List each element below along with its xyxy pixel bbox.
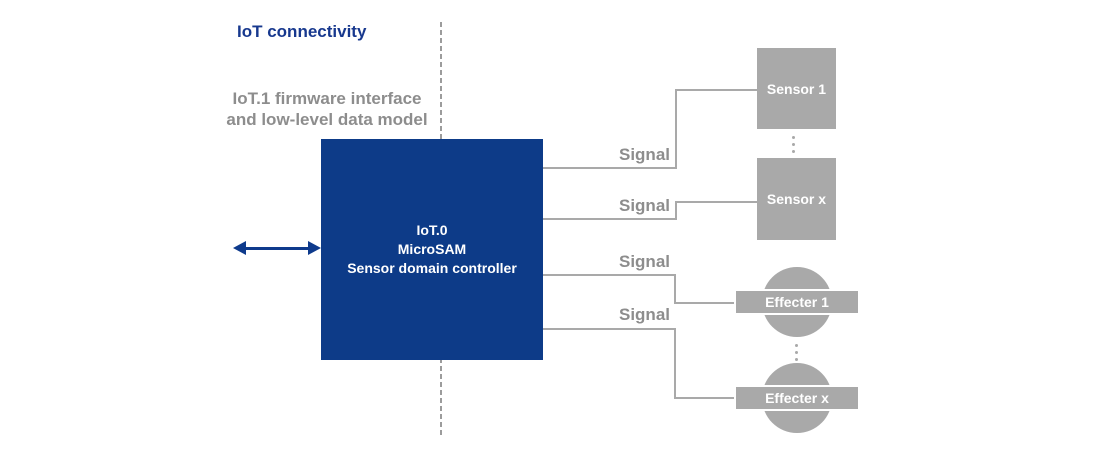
connector-sensor1-v [675,89,677,169]
connector-sensorx-h2 [675,201,757,203]
signal-label-3: Signal [618,252,670,271]
arrow-shaft [246,246,308,250]
connector-effecter1-h1 [543,274,676,276]
sensor-x-box: Sensor x [757,158,836,240]
controller-line-2: MicroSAM [397,241,467,257]
sensor-1-box: Sensor 1 [757,48,836,129]
bidirectional-arrow-icon [233,241,321,255]
arrow-right-head [308,241,321,255]
connector-effecter1-v [674,274,676,304]
signal-label-1: Signal [618,145,670,164]
caption-line-2: and low-level data model [226,110,428,129]
sensor-1-label: Sensor 1 [766,80,827,97]
signal-label-2: Signal [618,196,670,215]
connector-sensorx-v [675,201,677,220]
connector-effecter1-h2 [674,302,736,304]
connector-effecterx-h1 [543,328,676,330]
connector-effecterx-h2 [674,397,736,399]
effecter-1-bar: Effecter 1 [734,289,860,315]
sensor-x-label: Sensor x [766,191,827,207]
signal-label-4: Signal [618,305,670,324]
effecters-ellipsis-dots [795,342,798,363]
connector-sensorx-h1 [543,218,677,220]
sensors-ellipsis-dots [792,134,795,155]
controller-box: IoT.0 MicroSAM Sensor domain controller [321,139,543,360]
controller-line-3: Sensor domain controller [347,260,517,276]
effecter-x-bar: Effecter x [734,385,860,411]
arrow-left-head [233,241,246,255]
diagram-title: IoT connectivity [237,22,367,41]
caption-line-1: IoT.1 firmware interface [232,89,422,108]
connector-sensor1-h2 [675,89,757,91]
connector-sensor1-h1 [543,167,676,169]
connector-effecterx-v [674,328,676,399]
effecter-1-label: Effecter 1 [765,294,829,310]
firmware-interface-caption: IoT.1 firmware interface and low-level d… [222,88,432,130]
controller-line-1: IoT.0 [416,222,448,238]
effecter-x-label: Effecter x [765,390,829,406]
